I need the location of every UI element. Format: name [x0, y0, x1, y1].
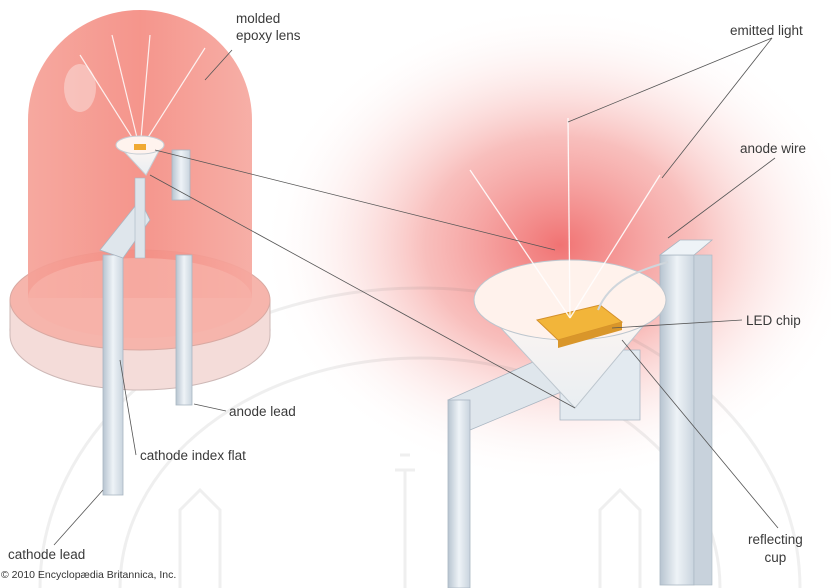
label-reflecting: reflecting: [748, 531, 803, 549]
label-cathode-lead: cathode lead: [8, 546, 85, 563]
label-anode-wire: anode wire: [740, 140, 806, 157]
label-molded: molded: [236, 10, 301, 27]
label-emitted-light: emitted light: [730, 22, 803, 39]
leader-cathode-lead: [54, 490, 103, 545]
label-cup: cup: [748, 549, 803, 567]
led-package: [10, 10, 270, 495]
label-reflecting-cup: reflecting cup: [748, 531, 803, 567]
label-led-chip: LED chip: [746, 312, 801, 329]
label-cathode-index-flat: cathode index flat: [140, 447, 246, 464]
label-molded-epoxy-lens: molded epoxy lens: [236, 10, 301, 44]
anode-lead-shape: [176, 255, 192, 405]
label-anode-lead: anode lead: [229, 403, 296, 420]
cathode-lead-large: [448, 400, 470, 588]
cathode-lead-shape: [103, 255, 123, 495]
copyright-notice: © 2010 Encyclopædia Britannica, Inc.: [1, 569, 176, 581]
light-glow: [260, 5, 831, 485]
leader-anode-lead: [194, 404, 226, 411]
label-epoxy-lens: epoxy lens: [236, 27, 301, 44]
